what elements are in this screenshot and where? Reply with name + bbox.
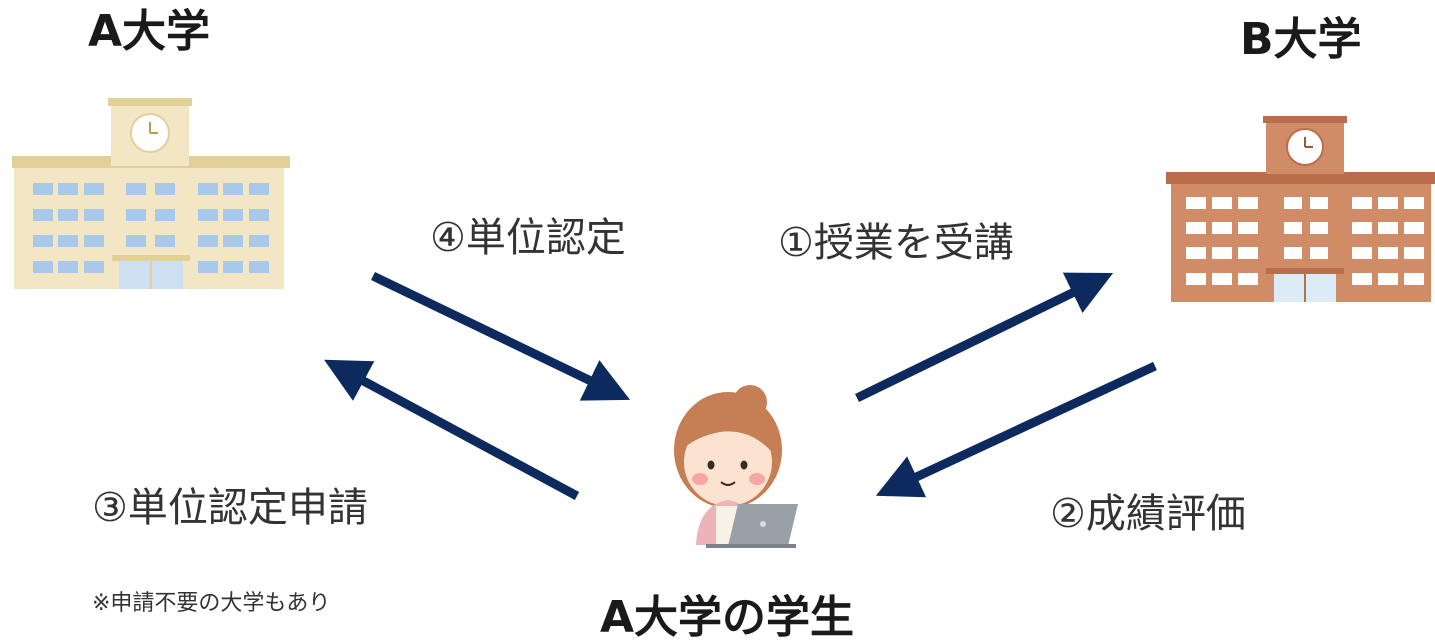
arrow-step3 [324,359,580,500]
note-text: ※申請不要の大学もあり [92,591,331,616]
arrow-step1 [855,272,1114,403]
univ-b-building-icon [1166,116,1435,302]
student-with-laptop-icon [674,385,798,548]
univ-b-title: B大学 [1240,14,1362,65]
step3-label: ③単位認定申請 [92,485,368,531]
univ-a-title: A大学 [88,6,211,57]
step2-label: ②成績評価 [1050,491,1246,537]
univ-a-building-icon [12,98,290,289]
step1-label: ①授業を受講 [778,220,1014,266]
step4-label: ④単位認定 [430,215,626,261]
arrow-step4 [371,271,631,401]
arrow-step2 [875,361,1157,498]
student-title: A大学の学生 [600,592,855,643]
